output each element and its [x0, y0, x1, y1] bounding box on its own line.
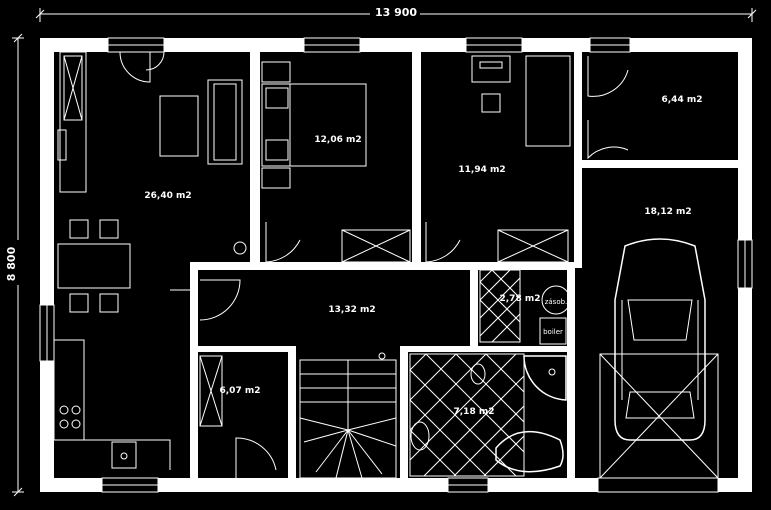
hall-door	[199, 279, 241, 321]
storage-doors	[587, 56, 629, 160]
height-dimension: 8 800	[4, 33, 24, 497]
dining-table	[57, 219, 131, 313]
room-area-garage: 18,12 m2	[644, 207, 691, 217]
sofa-set	[119, 51, 247, 255]
kitchen-counter	[53, 51, 190, 470]
utility-tiles	[479, 269, 571, 345]
room-area-living: 26,40 m2	[144, 191, 191, 201]
bed	[261, 61, 411, 263]
height-label: 8 800	[5, 246, 18, 281]
interior-walls	[190, 52, 738, 478]
room-area-bedroom: 12,06 m2	[314, 135, 361, 145]
car	[599, 238, 719, 479]
room-area-bathroom: 7,18 m2	[454, 407, 495, 417]
width-label: 13 900	[375, 6, 417, 19]
bathroom-fixtures	[409, 353, 567, 477]
windows	[39, 37, 753, 493]
room-area-utility: 2,78 m2	[500, 294, 541, 304]
room-area-room: 11,94 m2	[458, 165, 505, 175]
tank-label: zásob.	[545, 298, 568, 306]
desk	[425, 55, 571, 263]
pantry-fixtures	[199, 355, 277, 478]
boiler-label: boiler	[543, 328, 563, 336]
outer-walls	[40, 38, 752, 492]
width-dimension: 13 900	[35, 6, 757, 22]
room-area-pantry: 6,07 m2	[220, 386, 261, 396]
room-area-storage: 6,44 m2	[662, 95, 703, 105]
room-area-hall: 13,32 m2	[328, 305, 375, 315]
staircase	[299, 352, 397, 479]
